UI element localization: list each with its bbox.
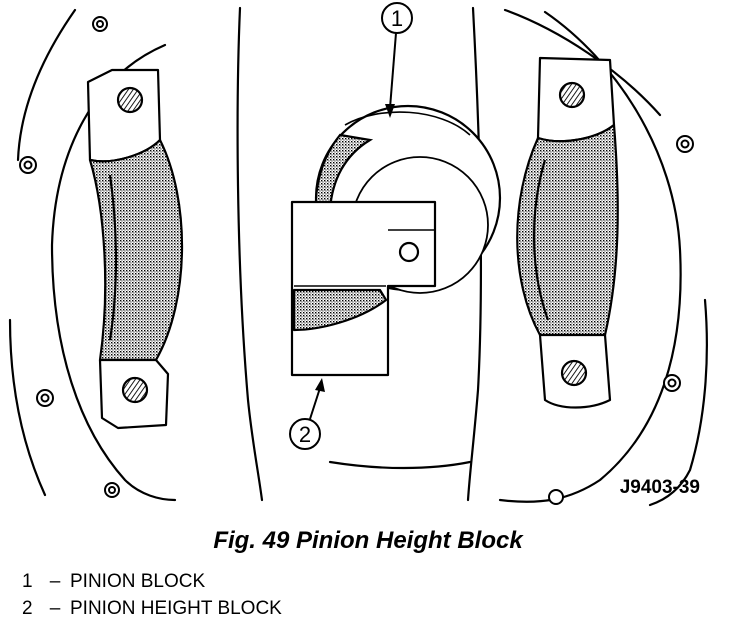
legend-item-label: PINION BLOCK [70,571,206,592]
legend-item-label: PINION HEIGHT BLOCK [70,598,282,619]
housing-bolt-holes [19,16,694,505]
center-bore-right-edge [466,6,483,502]
legend-item-separator: – [49,571,61,592]
bore-bottom-curve [328,460,472,470]
figure-legend: 1–PINION BLOCK 2–PINION HEIGHT BLOCK [22,568,282,622]
callout-1: 1 [381,2,413,118]
svg-text:2: 2 [299,422,311,447]
center-bore-left-edge [236,6,264,502]
legend-item-separator: – [49,598,61,619]
housing-outline-left [8,8,77,497]
carrier-wall-right [498,10,682,503]
housing-outline-right [503,8,708,507]
legend-item-number: 2 [22,598,33,619]
figure-caption: Fig. 49 Pinion Height Block [213,527,523,554]
legend-item-number: 1 [22,571,33,592]
pinion-height-block-illustration: 1 2 J9403-39 [8,2,708,507]
figure-reference-code: J9403-39 [620,477,700,498]
legend-item: 1–PINION BLOCK [22,568,282,595]
svg-text:1: 1 [391,6,403,31]
right-bearing-cap [516,56,619,409]
left-bearing-cap [86,68,184,430]
pinion-height-block [290,200,437,377]
legend-item: 2–PINION HEIGHT BLOCK [22,595,282,622]
callout-2: 2 [289,378,325,450]
